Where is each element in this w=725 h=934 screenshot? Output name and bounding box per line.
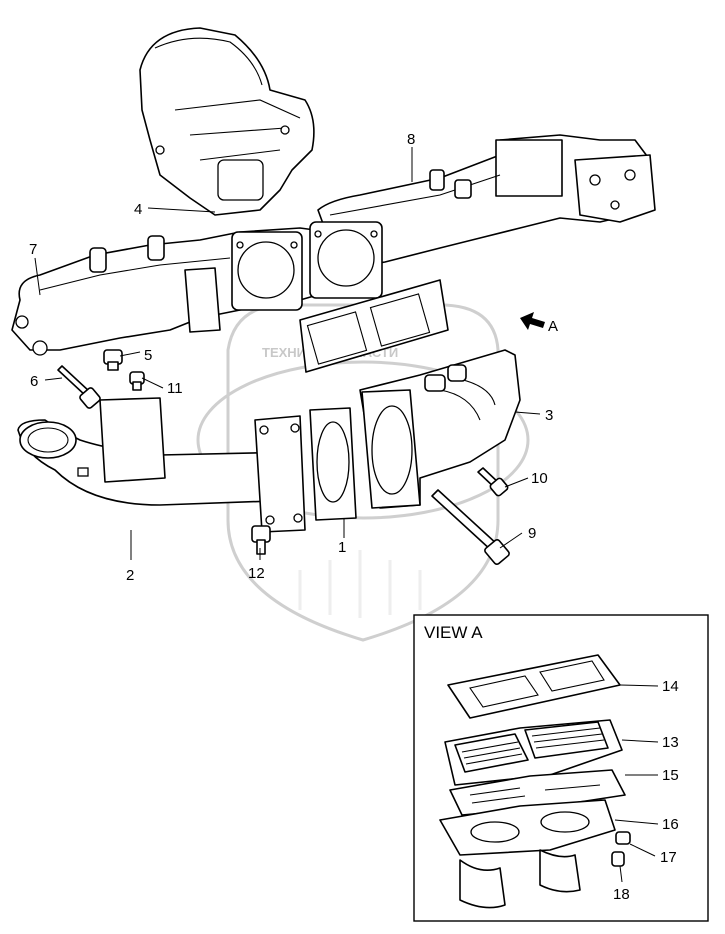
callout-5: 5 xyxy=(144,347,152,364)
exhaust-manifold xyxy=(317,134,656,271)
callout-9: 9 xyxy=(528,525,536,542)
inset-gasket-15 xyxy=(449,769,626,816)
callout-7: 7 xyxy=(29,241,37,258)
callout-18: 18 xyxy=(613,886,630,903)
callout-2: 2 xyxy=(126,567,134,584)
bolt-part-12 xyxy=(251,525,271,555)
callout-14: 14 xyxy=(662,678,679,695)
bolt-part-6 xyxy=(57,365,101,409)
nut-part-5 xyxy=(103,349,123,371)
callout-15: 15 xyxy=(662,767,679,784)
callout-11: 11 xyxy=(167,380,183,397)
callout-6: 6 xyxy=(30,373,38,390)
gasket-upper xyxy=(299,279,449,373)
callout-4: 4 xyxy=(134,201,142,218)
exhaust-pipe xyxy=(17,397,306,533)
callout-1: 1 xyxy=(338,539,346,556)
gasket-part-1 xyxy=(309,407,357,521)
callout-3: 3 xyxy=(545,407,553,424)
watermark-wheat xyxy=(298,550,422,618)
callout-10: 10 xyxy=(531,470,548,487)
view-a-label: A xyxy=(548,318,558,335)
callout-12: 12 xyxy=(248,565,265,582)
callout-labels: 4 8 7 5 6 11 3 10 9 1 2 12 xyxy=(29,131,553,584)
view-a-inset: VIEW A 14 13 15 16 17 18 xyxy=(413,614,709,922)
manifold-flanges xyxy=(231,221,383,311)
cylinder-head xyxy=(139,27,315,216)
bolt-part-10 xyxy=(477,467,509,497)
inset-bolt-17 xyxy=(615,831,631,845)
flange-pipe-part-3 xyxy=(359,349,521,509)
callout-17: 17 xyxy=(660,849,677,866)
callout-8: 8 xyxy=(407,131,415,148)
leader-lines xyxy=(34,147,541,560)
callout-13: 13 xyxy=(662,734,679,751)
view-a-arrow: A xyxy=(520,312,558,335)
bolt-part-11 xyxy=(129,371,145,391)
callout-16: 16 xyxy=(662,816,679,833)
view-a-title: VIEW A xyxy=(424,623,483,642)
inset-bolt-18 xyxy=(611,851,625,867)
